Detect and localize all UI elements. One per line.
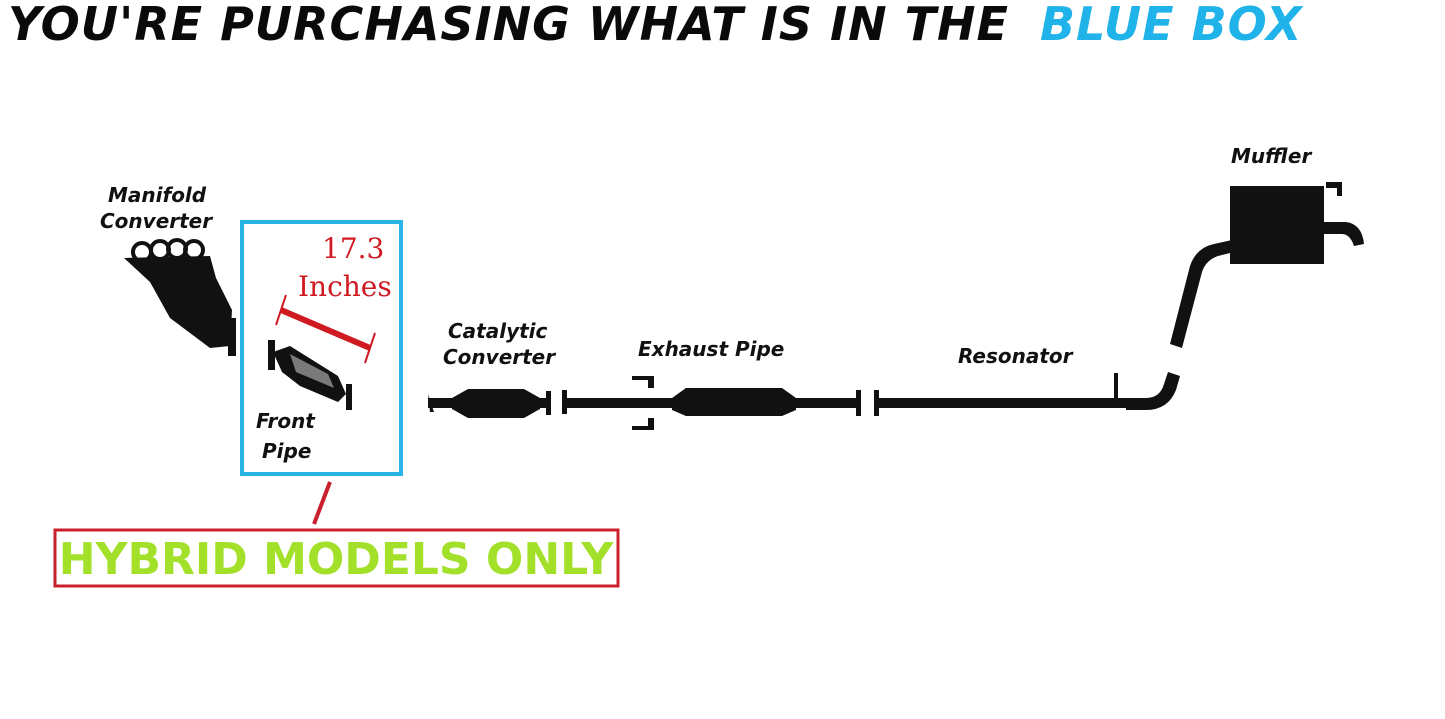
measurement-unit: Inches <box>298 270 392 303</box>
measurement-indicator <box>275 294 376 364</box>
hybrid-note-text: HYBRID MODELS ONLY <box>59 534 615 585</box>
measurement-value: 17.3 <box>322 232 384 265</box>
catalytic-converter-label: Catalytic Converter <box>443 319 556 369</box>
front-pipe-label: Front Pipe <box>256 409 322 463</box>
manifold-converter-part <box>124 238 236 356</box>
muffler-label: Muffler <box>1231 144 1312 168</box>
catalytic-converter-part <box>428 389 551 418</box>
headline: YOU'RE PURCHASING WHAT IS IN THE BLUE BO… <box>8 0 1304 51</box>
exhaust-pipe-label: Exhaust Pipe <box>638 337 784 361</box>
front-pipe-part <box>268 340 352 410</box>
note-connector-line <box>312 481 332 525</box>
resonator-label: Resonator <box>958 344 1074 368</box>
headline-main-text: YOU'RE PURCHASING WHAT IS IN THE <box>8 0 1009 51</box>
blue-selection-box <box>240 220 403 476</box>
manifold-label: Manifold Converter <box>100 183 213 233</box>
muffler-part <box>1170 182 1364 348</box>
hybrid-note: HYBRID MODELS ONLY <box>53 528 620 588</box>
resonator-part <box>874 372 1180 416</box>
measurement-label: 17.3 Inches <box>298 232 393 303</box>
headline-highlight-text: BLUE BOX <box>1040 0 1304 51</box>
exhaust-pipe-part <box>562 376 861 430</box>
